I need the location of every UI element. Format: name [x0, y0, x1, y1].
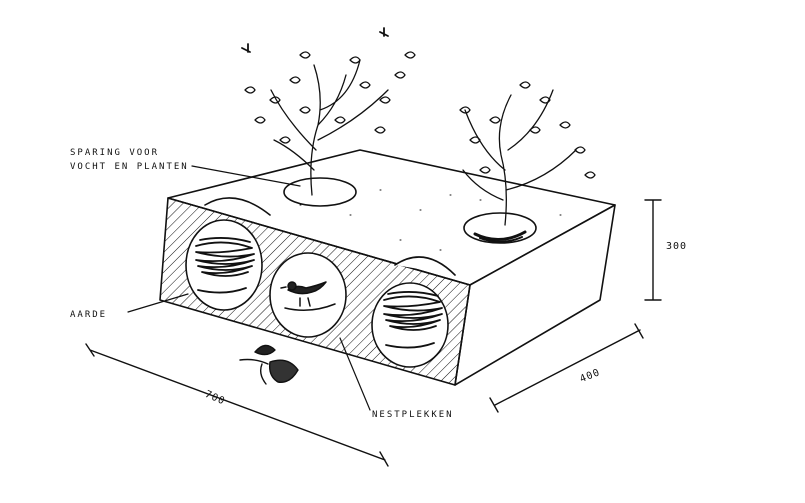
- plant-left: [241, 27, 416, 196]
- bird-icon: [280, 281, 336, 311]
- butterfly-icon: [239, 344, 299, 385]
- plant-right: [459, 81, 596, 226]
- dimension-height-label: 300: [666, 241, 688, 252]
- label-sparing: SPARING VOOR VOCHT EN PLANTEN: [70, 148, 189, 172]
- soil-scribble-right: [383, 291, 443, 349]
- planting-hole-left: [283, 177, 357, 207]
- soil-chamber-left: [185, 219, 263, 311]
- dimension-depth-line: [489, 323, 644, 413]
- label-nestplekken: NESTPLEKKEN: [372, 410, 454, 420]
- leader-nest: [339, 337, 371, 411]
- label-aarde: AARDE: [70, 310, 108, 320]
- leader-aarde: [127, 293, 189, 313]
- dimension-width-line: [85, 343, 389, 467]
- soil-scribble-left: [195, 237, 255, 294]
- leader-sparing: [191, 165, 301, 187]
- dimension-height-line: [644, 199, 662, 301]
- nest-opening-center: [269, 252, 347, 338]
